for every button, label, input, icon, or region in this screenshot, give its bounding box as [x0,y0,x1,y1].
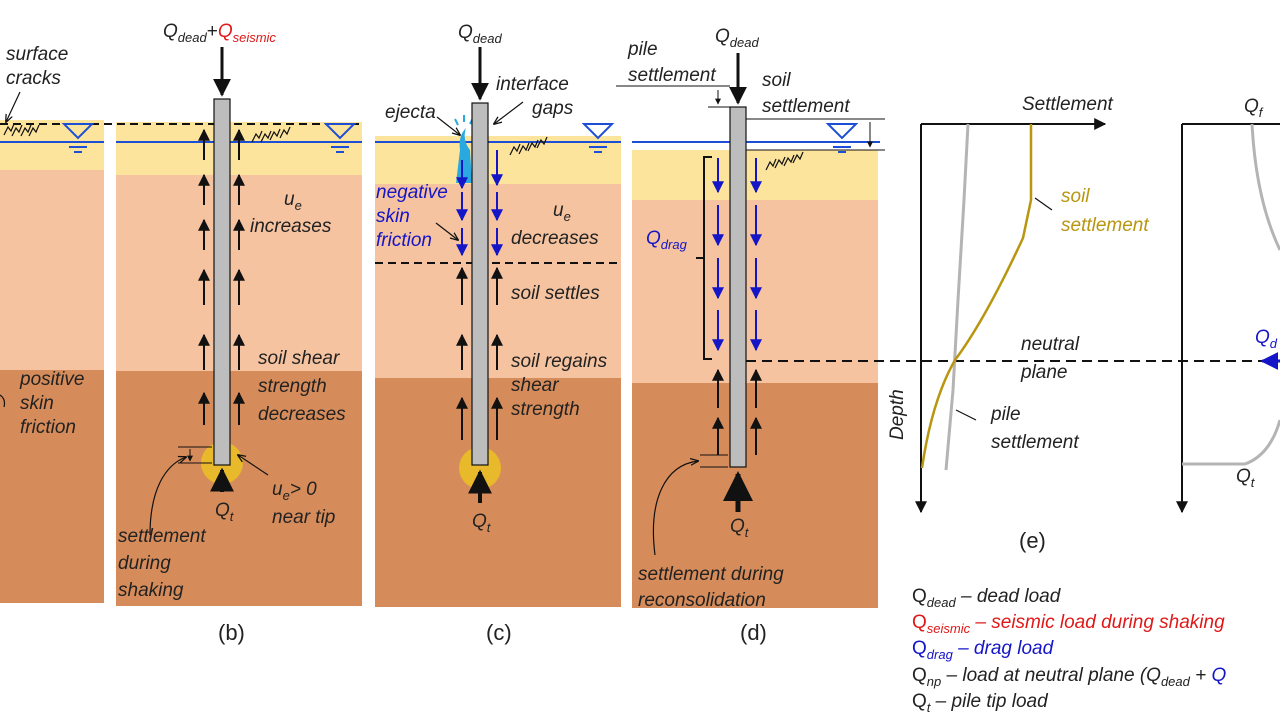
clay-layer-dark [0,370,104,603]
drag-bracket [696,156,712,360]
surface-cracks-mark [251,126,291,143]
surface-cracks-mark [765,151,804,171]
ejecta-spray [454,115,474,126]
caption-d: (d) [740,620,767,645]
soil-settlement-pointer [1034,197,1053,211]
reconsolidation-marker [700,454,728,468]
caption-c: (c) [486,620,512,645]
drag-load-arrows [712,158,762,352]
legend-item: Qt – pile tip load [912,691,1049,715]
caption-e: (e) [1019,528,1046,553]
gaps-pointer [494,101,524,124]
load-curve-upper [1250,123,1280,251]
friction-pointer [0,394,6,408]
np-load-label: Qd [1255,327,1278,351]
soil-settles-label: soil settles [511,283,600,304]
surface-cracks-mark [509,136,548,156]
water-table-symbol [581,123,615,153]
soil-settlement-curve [920,124,1033,469]
pile-settlement-curve [944,123,970,471]
negative-friction-pointer [435,222,458,240]
settlement-axis-label: Settlement [1022,94,1114,115]
legend-item: Qnp – load at neutral plane (Qdead + Q [912,665,1227,689]
load-label: Qdead+Qseismic [163,21,276,45]
upward-friction-arrows [198,128,245,425]
ejecta-pointer [436,116,460,135]
load-curve-lower [1182,419,1280,466]
panel-f-partial: Qf Qd Qt [1176,96,1280,514]
upward-friction-arrows [712,368,762,455]
upward-friction-arrows [456,266,503,440]
legend-item: Qseismic – seismic load during shaking [912,612,1225,636]
settlement-pointer [149,457,186,536]
pile-settlement-marker [616,85,730,108]
pile [471,102,489,466]
load-label: Qdead [715,26,759,50]
ue-decreases-label: decreases [511,228,599,249]
soil-settlement-marker [746,118,885,151]
ejecta-plume [456,128,472,183]
negative-friction-arrows [456,150,503,257]
depth-axis-label: Depth [887,389,908,440]
qf-label: Qf [1244,96,1264,120]
clay-layer-light [0,170,104,370]
legend-item: Qdead – dead load [912,586,1062,610]
pile [213,98,231,466]
water-table-symbol [61,123,95,153]
load-label: Qdead [458,22,502,46]
ue-increases-label: increases [250,216,332,237]
qt-label: Qt [1236,466,1256,490]
water-table-symbol [323,123,357,153]
caption-b: (b) [218,620,245,645]
cracks-pointer [6,91,21,122]
pile [729,106,747,468]
tip-pointer [238,455,269,476]
surface-cracks-mark [3,123,40,137]
pile-settlement-pointer [955,409,977,421]
ejecta-label: ejecta [385,102,436,123]
legend-item: Qdrag – drag load [912,638,1055,662]
reconsolidation-pointer [652,461,698,556]
water-table-symbol [825,123,859,153]
